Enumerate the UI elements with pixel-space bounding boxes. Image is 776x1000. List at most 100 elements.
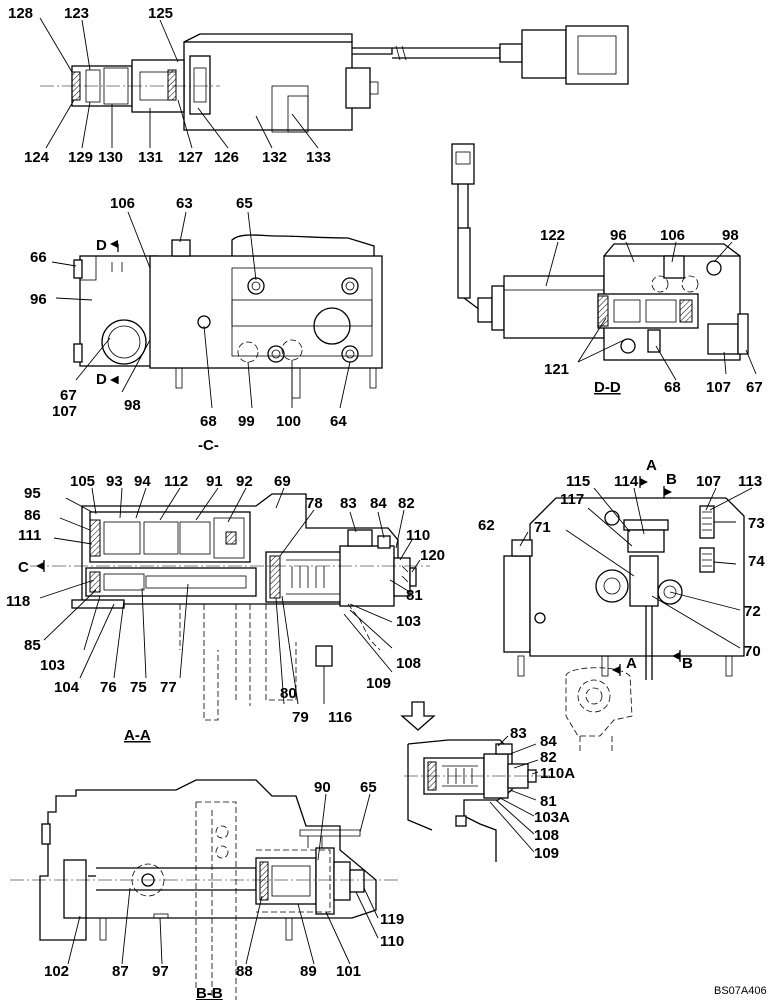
marker-b-bottom: B xyxy=(682,655,693,672)
label-group-detail: 83 84 82 110A 81 103A 108 109 xyxy=(510,725,575,862)
label-96: 96 xyxy=(30,291,47,308)
detail-leaders xyxy=(489,735,539,853)
label-86: 86 xyxy=(24,507,41,524)
view-right-drawing xyxy=(503,497,745,752)
label-103-right: 103 xyxy=(396,613,421,630)
view-dd-leaders xyxy=(545,241,757,381)
label-85: 85 xyxy=(24,637,41,654)
label-120: 120 xyxy=(420,547,445,564)
label-group-view-bb: 90 65 119 110 102 87 97 88 89 101 B-B xyxy=(44,779,404,1000)
label-67: 67 xyxy=(60,387,77,404)
label-74: 74 xyxy=(748,553,765,570)
label-99: 99 xyxy=(238,413,255,430)
label-80: 80 xyxy=(280,685,297,702)
label-67: 67 xyxy=(746,379,763,396)
label-105: 105 xyxy=(70,473,95,490)
label-107: 107 xyxy=(52,403,77,420)
label-123: 123 xyxy=(64,5,89,22)
label-75: 75 xyxy=(130,679,147,696)
label-111: 111 xyxy=(18,527,41,544)
label-76: 76 xyxy=(100,679,117,696)
label-94: 94 xyxy=(134,473,151,490)
label-112: 112 xyxy=(164,473,188,490)
label-87: 87 xyxy=(112,963,129,980)
view-c-drawing xyxy=(73,234,383,399)
view-aa-leaders xyxy=(39,487,421,705)
label-77: 77 xyxy=(160,679,177,696)
view-aa-drawing xyxy=(30,493,430,721)
view-bb-drawing xyxy=(10,779,400,1000)
label-group-top: 128 123 125 124 129 130 131 127 126 132 … xyxy=(8,5,331,166)
label-96: 96 xyxy=(610,227,627,244)
label-90: 90 xyxy=(314,779,331,796)
label-124: 124 xyxy=(24,149,50,166)
label-98: 98 xyxy=(722,227,739,244)
label-83: 83 xyxy=(510,725,527,742)
label-129: 129 xyxy=(68,149,93,166)
label-81: 81 xyxy=(406,587,423,604)
label-98: 98 xyxy=(124,397,141,414)
label-63: 63 xyxy=(176,195,193,212)
label-70: 70 xyxy=(744,643,761,660)
label-83: 83 xyxy=(340,495,357,512)
label-117: 117 xyxy=(560,491,584,508)
section-d-markers xyxy=(110,240,119,384)
label-group-view-aa: 105 93 94 112 91 92 69 95 86 111 78 83 8… xyxy=(6,473,445,744)
label-79: 79 xyxy=(292,709,309,726)
label-68: 68 xyxy=(664,379,681,396)
label-107: 107 xyxy=(696,473,721,490)
label-110a: 110A xyxy=(540,765,575,782)
label-73: 73 xyxy=(748,515,765,532)
label-62: 62 xyxy=(478,517,495,534)
label-group-view-right: 115 114 107 113 117 71 62 73 74 72 70 A … xyxy=(478,457,765,672)
detail-inset-drawing xyxy=(404,739,550,862)
label-121: 121 xyxy=(544,361,569,378)
label-107: 107 xyxy=(706,379,731,396)
label-106: 106 xyxy=(110,195,135,212)
drawing-code: BS07A406 xyxy=(714,985,767,997)
marker-d-top: D xyxy=(96,237,107,254)
section-c-marker xyxy=(36,560,45,572)
label-93: 93 xyxy=(106,473,123,490)
label-82: 82 xyxy=(540,749,557,766)
label-114: 114 xyxy=(614,473,639,490)
label-118: 118 xyxy=(6,593,30,610)
label-91: 91 xyxy=(206,473,223,490)
label-84: 84 xyxy=(370,495,387,512)
label-71: 71 xyxy=(534,519,551,536)
label-95: 95 xyxy=(24,485,41,502)
label-103-left: 103 xyxy=(40,657,65,674)
view-c-title: -C- xyxy=(198,437,219,454)
top-leaders xyxy=(39,17,319,149)
label-100: 100 xyxy=(276,413,301,430)
label-110: 110 xyxy=(380,933,404,950)
label-104: 104 xyxy=(54,679,80,696)
label-109: 109 xyxy=(534,845,559,862)
label-68: 68 xyxy=(200,413,217,430)
label-82: 82 xyxy=(398,495,415,512)
view-right-leaders xyxy=(519,487,753,649)
label-130: 130 xyxy=(98,149,123,166)
view-bb-leaders xyxy=(67,793,379,965)
marker-a-top: A xyxy=(646,457,657,474)
label-81: 81 xyxy=(540,793,557,810)
label-65: 65 xyxy=(236,195,253,212)
label-125: 125 xyxy=(148,5,173,22)
marker-c: C xyxy=(18,559,29,576)
label-78: 78 xyxy=(306,495,323,512)
label-72: 72 xyxy=(744,603,761,620)
label-108: 108 xyxy=(396,655,421,672)
section-ab-markers xyxy=(612,476,681,676)
view-bb-title: B-B xyxy=(196,985,223,1000)
label-115: 115 xyxy=(566,473,590,490)
label-122: 122 xyxy=(540,227,565,244)
label-108: 108 xyxy=(534,827,559,844)
label-132: 132 xyxy=(262,149,287,166)
label-97: 97 xyxy=(152,963,169,980)
label-116: 116 xyxy=(328,709,352,726)
label-110: 110 xyxy=(406,527,430,544)
label-102: 102 xyxy=(44,963,69,980)
label-109: 109 xyxy=(366,675,391,692)
label-127: 127 xyxy=(178,149,203,166)
